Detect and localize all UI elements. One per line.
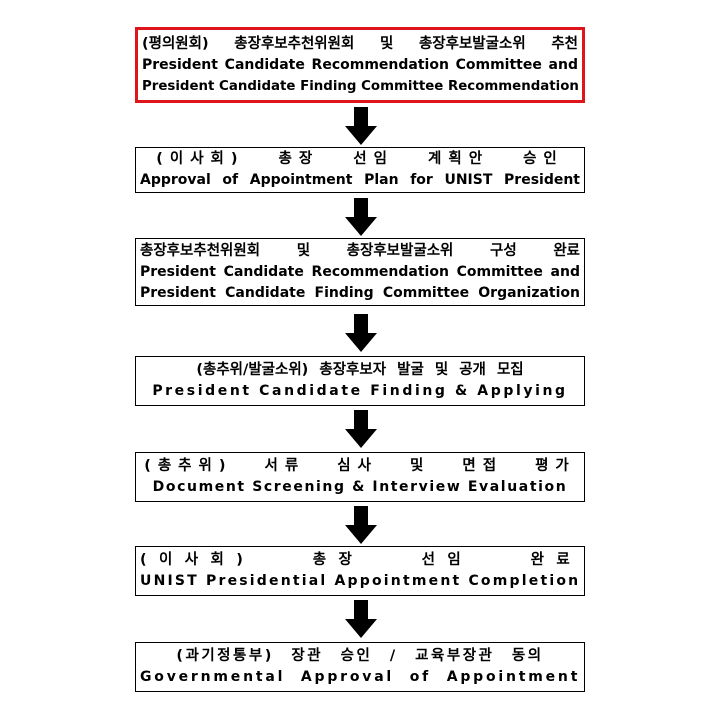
- arrow-down-icon: [345, 506, 377, 544]
- arrow-down-icon: [345, 107, 377, 145]
- step-7-box: (과기정통부) 장관 승인 / 교육부장관 동의 Governmental Ap…: [135, 642, 585, 692]
- step-2-box: (이사회) 총장 선임 계획안 승인 Approval of Appointme…: [135, 147, 585, 193]
- step-5-english-label: Document Screening & Interview Evaluatio…: [152, 479, 568, 495]
- step-3-english-label-line-1: President Candidate Recommendation Commi…: [140, 263, 580, 280]
- step-4-english-label: President Candidate Finding & Applying: [152, 383, 568, 399]
- step-6-korean-label: (이사회) 총장 선임 완료: [140, 552, 583, 568]
- step-3-english-label-line-2: President Candidate Finding Committee Or…: [140, 284, 580, 301]
- step-2-english-label: Approval of Appointment Plan for UNIST P…: [140, 172, 580, 188]
- arrow-down-icon: [345, 600, 377, 638]
- step-1-english-label-line-1: President Candidate Recommendation Commi…: [142, 56, 578, 73]
- step-7-english-label: Governmental Approval of Appointment: [140, 669, 581, 685]
- step-5-korean-label: (총추위) 서류 심사 및 면접 평가: [144, 458, 576, 474]
- step-4-box: (총추위/발굴소위) 총장후보자 발굴 및 공개 모집 President Ca…: [135, 356, 585, 406]
- step-4-korean-label: (총추위/발굴소위) 총장후보자 발굴 및 공개 모집: [196, 362, 524, 378]
- step-6-english-label: UNIST Presidential Appointment Completio…: [140, 573, 581, 589]
- step-6-box: (이사회) 총장 선임 완료 UNIST Presidential Appoin…: [135, 546, 585, 596]
- step-5-box: (총추위) 서류 심사 및 면접 평가 Document Screening &…: [135, 452, 585, 502]
- arrow-down-icon: [345, 198, 377, 236]
- step-3-box: 총장후보추천위원회 및 총장후보발굴소위 구성 완료 President Can…: [135, 238, 585, 306]
- step-3-korean-label: 총장후보추천위원회 및 총장후보발굴소위 구성 완료: [140, 242, 580, 259]
- arrow-down-icon: [345, 410, 377, 448]
- step-7-korean-label: (과기정통부) 장관 승인 / 교육부장관 동의: [176, 648, 544, 664]
- step-2-korean-label: (이사회) 총장 선임 계획안 승인: [156, 151, 564, 167]
- arrow-down-icon: [345, 314, 377, 352]
- step-1-korean-label: (평의원회) 총장후보추천위원회 및 총장후보발굴소위 추천: [142, 35, 578, 52]
- step-1-english-label-line-2: President Candidate Finding Committee Re…: [142, 78, 579, 94]
- step-1-box: (평의원회) 총장후보추천위원회 및 총장후보발굴소위 추천 President…: [135, 27, 585, 103]
